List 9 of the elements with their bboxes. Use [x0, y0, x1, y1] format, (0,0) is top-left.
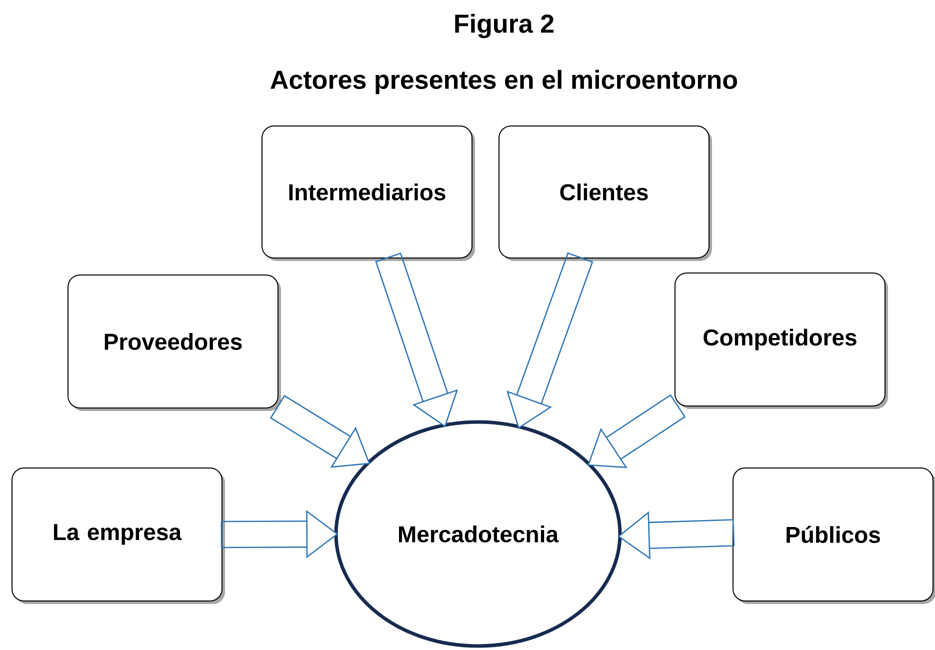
actor-box: Competidores [674, 272, 888, 409]
actor-box: Intermediarios [262, 126, 475, 261]
actor-box: Públicos [732, 467, 935, 604]
figure-subtitle: Actores presentes en el microentorno [270, 70, 738, 94]
actor-box: Proveedores [68, 274, 281, 411]
figure-title: Figura 2 [455, 14, 554, 38]
actor-box: Clientes [498, 126, 712, 261]
actor-box: La empresa [12, 467, 225, 604]
block-arrow [506, 252, 594, 429]
